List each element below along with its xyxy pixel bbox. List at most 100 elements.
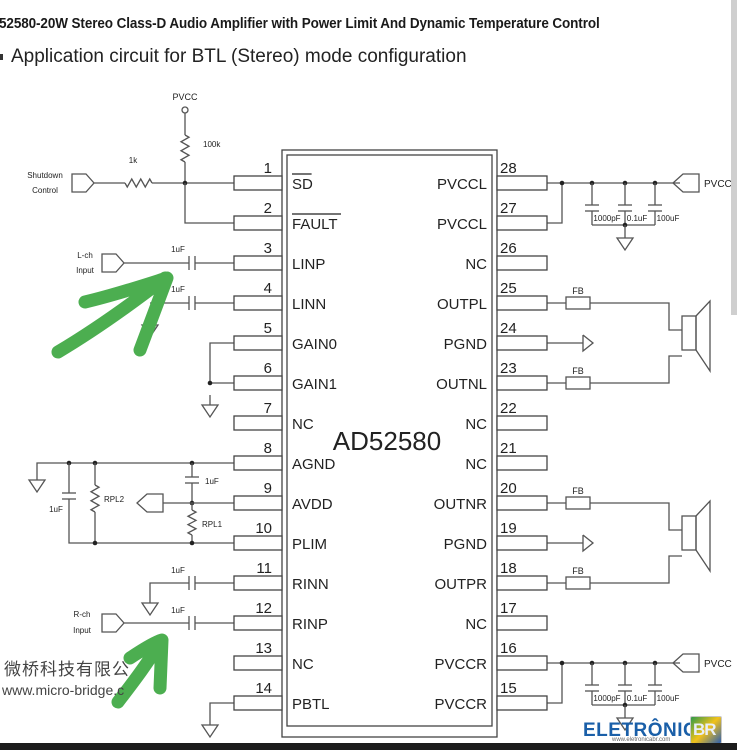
pin-pad — [233, 415, 283, 431]
pin-number: 23 — [500, 360, 517, 377]
section-heading-text: Application circuit for BTL (Stereo) mod… — [11, 46, 467, 67]
wire — [209, 702, 234, 725]
pin-pad — [496, 215, 548, 231]
pin-pad — [496, 255, 548, 271]
resistor-rpl1 — [186, 509, 198, 536]
wire — [209, 342, 234, 383]
fb-label: FB — [572, 286, 584, 296]
wire — [590, 502, 682, 531]
rch-label: Input — [73, 626, 92, 635]
speaker-cone-icon — [695, 299, 711, 374]
ground-icon — [615, 717, 635, 732]
scrollbar[interactable] — [731, 0, 737, 315]
logo-badge-text: BR — [693, 720, 717, 739]
rch-label: R-ch — [74, 610, 91, 619]
cap-label: 0.1uF — [627, 694, 648, 703]
pin-pad — [233, 695, 283, 711]
watermark-company: 微桥科技有限公 — [4, 660, 130, 679]
pin-pad — [233, 535, 283, 551]
cap-label: 100uF — [657, 214, 680, 223]
pin-pad — [233, 295, 283, 311]
pin-pad — [233, 175, 283, 191]
pin-number: 4 — [264, 280, 272, 297]
resistor-1k — [124, 177, 153, 189]
ground-icon — [615, 237, 635, 252]
resistor-100k-label: 100k — [203, 140, 221, 149]
pin-label: RINN — [292, 576, 329, 593]
pin-number: 3 — [264, 240, 272, 257]
pin-label: NC — [292, 656, 314, 673]
pvcc-label: PVCC — [172, 92, 198, 102]
speaker-icon — [681, 515, 697, 551]
junction-dot — [92, 540, 98, 546]
junction-dot — [559, 180, 565, 186]
pin-number: 9 — [264, 480, 272, 497]
pin-number: 15 — [500, 680, 517, 697]
ground-icon — [140, 602, 160, 617]
pin-label: FAULT — [292, 216, 338, 233]
pin-number: 27 — [500, 200, 517, 217]
resistor-rpl2 — [89, 484, 101, 513]
pin-pad — [233, 575, 283, 591]
pin-label: GAIN1 — [292, 376, 337, 393]
pin-label: RINP — [292, 616, 328, 633]
pin-number: 18 — [500, 560, 517, 577]
pin-label: PGND — [444, 536, 488, 553]
pin-number: 11 — [256, 560, 272, 577]
cap-label: 1uF — [205, 477, 219, 486]
pin-label: LINN — [292, 296, 326, 313]
pin-pad — [496, 615, 548, 631]
pin-pad — [233, 375, 283, 391]
cap-label: 1uF — [171, 245, 185, 254]
pin-label: OUTPR — [435, 576, 488, 593]
pin-pad — [496, 375, 548, 391]
pin-pad — [233, 255, 283, 271]
document-title: 52580-20W Stereo Class-D Audio Amplifier… — [0, 16, 600, 32]
pin-label: AGND — [292, 456, 336, 473]
rpl2-label: RPL2 — [104, 495, 125, 504]
pin-number: 1 — [264, 160, 272, 177]
shutdown-label: Shutdown — [27, 171, 63, 180]
shutdown-port — [71, 173, 95, 193]
pin-label: OUTNL — [436, 376, 487, 393]
fb-label: FB — [572, 566, 584, 576]
pin-label: NC — [292, 416, 314, 433]
pin-number: 8 — [264, 440, 272, 457]
pin-pad — [496, 415, 548, 431]
annotation-arrow-bottom — [111, 633, 169, 709]
pin-label: PVCCR — [434, 696, 487, 713]
ground-icon — [200, 404, 220, 419]
chip-inner-outline — [286, 154, 493, 727]
pin-label: PGND — [444, 336, 488, 353]
pin-number: 12 — [255, 600, 272, 617]
pin-label: GAIN0 — [292, 336, 337, 353]
bottom-bar — [0, 743, 737, 750]
resistor-100k — [179, 134, 191, 163]
pin-number: 28 — [500, 160, 517, 177]
pin-label: LINP — [292, 256, 325, 273]
pin-pad — [496, 695, 548, 711]
pvcc-port-left — [672, 173, 700, 193]
cap-label: 1uF — [49, 505, 63, 514]
pin-label: NC — [465, 456, 487, 473]
wire — [547, 183, 563, 224]
wire — [590, 555, 682, 584]
pin-label: OUTNR — [434, 496, 487, 513]
pin-label: SD — [292, 176, 313, 193]
junction-dot — [189, 540, 195, 546]
pin-number: 17 — [500, 600, 517, 617]
pin-label: NC — [465, 416, 487, 433]
cap-label: 100uF — [657, 694, 680, 703]
wire — [590, 355, 682, 384]
cap-label: 1000pF — [593, 694, 620, 703]
pgnd-arrow — [582, 334, 595, 353]
pvcc-port-right — [672, 653, 700, 673]
cap-label: 1uF — [171, 566, 185, 575]
ground-icon — [200, 724, 220, 739]
ferrite-bead — [565, 376, 591, 390]
wire — [68, 499, 234, 544]
pin-number: 25 — [500, 280, 517, 297]
fb-label: FB — [572, 486, 584, 496]
ferrite-bead — [565, 496, 591, 510]
